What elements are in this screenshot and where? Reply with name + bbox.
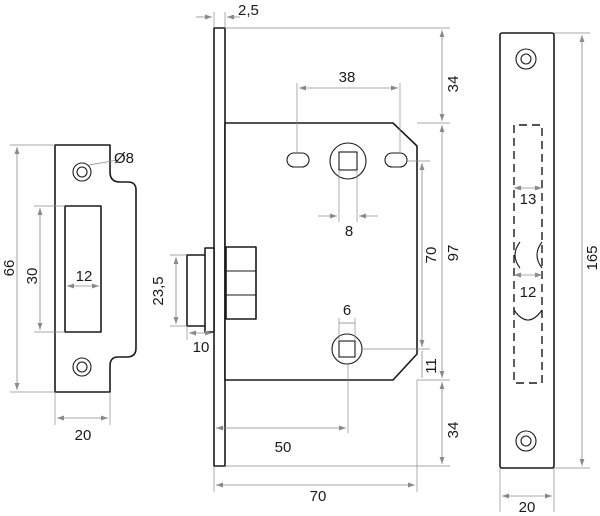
dim-strike-width: 20: [75, 427, 92, 444]
hidden-latch-opening: [513, 124, 543, 384]
keyhole-left: [286, 152, 310, 168]
follower-square: [338, 151, 358, 171]
lock-case: [224, 122, 418, 381]
dim-case-depth: 70: [310, 488, 327, 505]
dim-spindle-offset: 11: [423, 358, 440, 374]
dim-follower-square: 8: [345, 223, 353, 240]
faceplate-bottom-hole: [515, 430, 537, 452]
dim-plate-width: 20: [519, 499, 536, 516]
dim-spindle-square: 6: [343, 302, 351, 319]
dim-plate-opening-width: 13: [520, 191, 537, 208]
dim-strike-opening-width: 12: [76, 268, 93, 285]
dim-latch-height: 23,5: [150, 276, 167, 305]
spindle-square: [338, 340, 356, 358]
strike-top-hole: [72, 162, 92, 182]
dim-keyhole-spacing: 38: [339, 69, 356, 86]
dim-latch-projection: 10: [193, 339, 210, 356]
faceplate-profile: [213, 27, 226, 467]
dim-backset: 50: [275, 439, 292, 456]
dim-bottom-offset: 34: [445, 422, 462, 439]
faceplate-front: [499, 32, 555, 469]
strike-bottom-hole: [72, 357, 92, 377]
dim-centers-distance: 70: [423, 247, 440, 264]
dim-faceplate-thickness: 2,5: [238, 2, 259, 19]
dim-strike-hole-diameter: Ø8: [114, 150, 134, 167]
dim-top-offset: 34: [445, 76, 462, 93]
follower-hole: [329, 142, 367, 180]
faceplate-top-hole: [515, 48, 537, 70]
lock-body: [186, 27, 418, 467]
strike-plate: [54, 144, 137, 393]
strike-opening: [64, 205, 102, 333]
dim-strike-height: 66: [1, 260, 18, 277]
dim-strike-opening-height: 30: [24, 268, 41, 285]
dim-case-height: 97: [445, 245, 462, 262]
keyhole-right: [384, 152, 408, 168]
dim-plate-lower-width: 12: [520, 284, 537, 301]
dim-plate-height: 165: [584, 245, 600, 270]
